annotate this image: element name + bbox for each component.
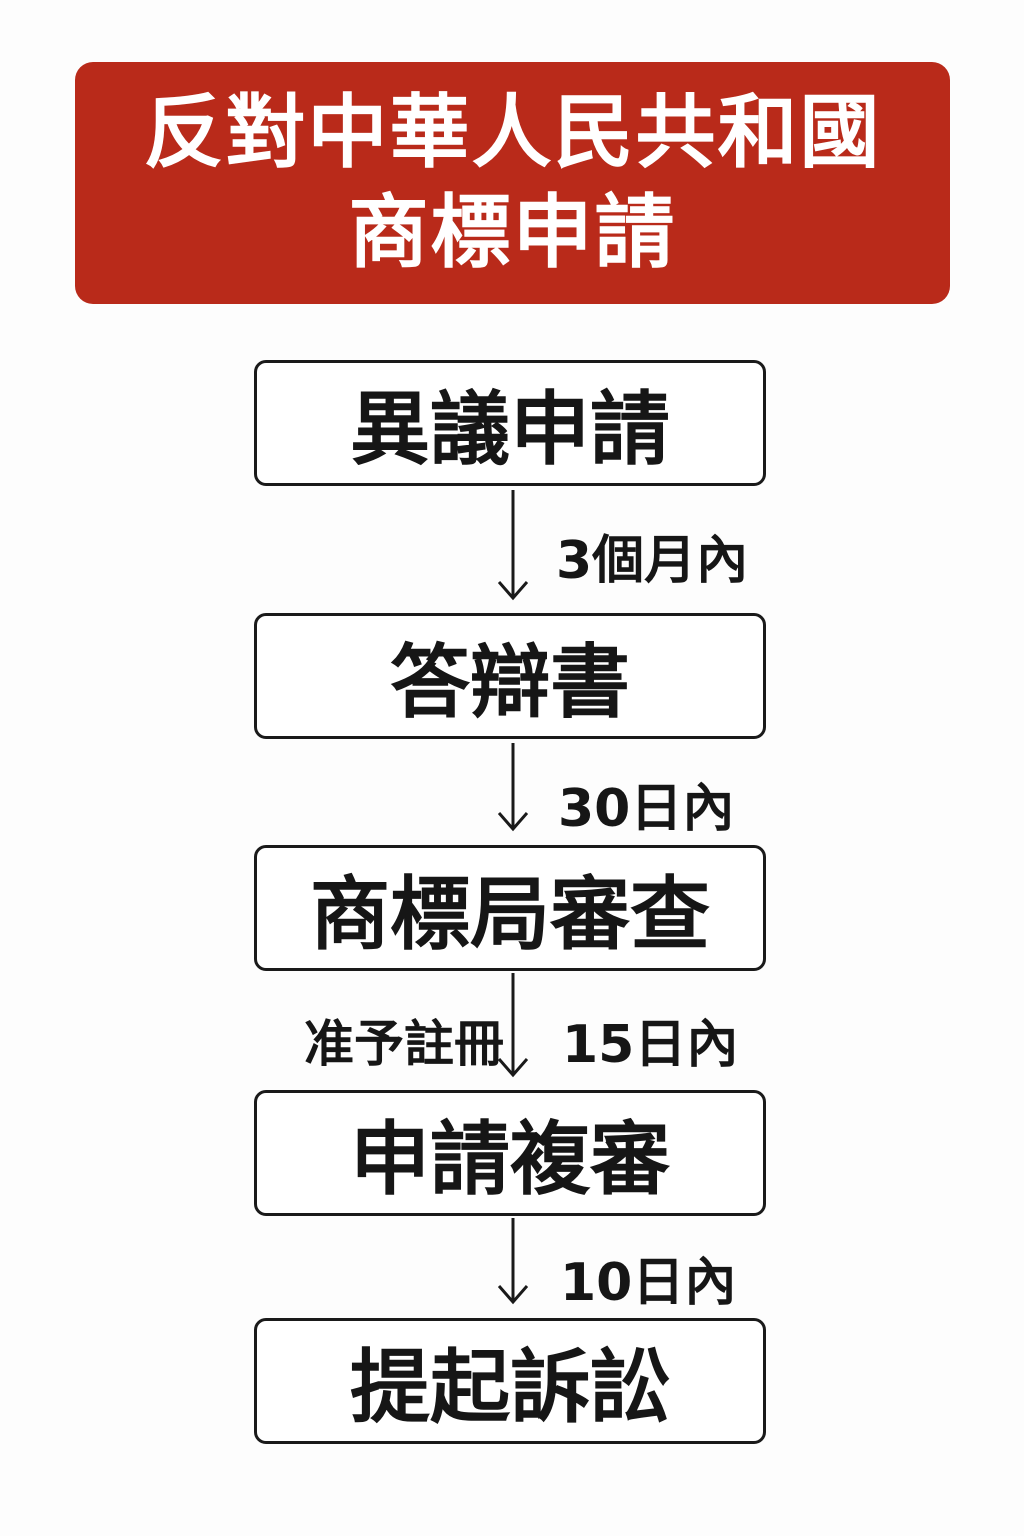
title-line-1: 反對中華人民共和國	[143, 86, 882, 179]
step-file-lawsuit: 提起訴訟	[254, 1318, 766, 1444]
transition-label: 30日內	[558, 779, 735, 839]
side-label-registration-granted: 准予註冊	[304, 1015, 504, 1073]
transition-label: 10日內	[560, 1253, 737, 1313]
arrow-down-icon	[498, 1218, 528, 1305]
title-banner: 反對中華人民共和國 商標申請	[75, 62, 950, 304]
transition-label: 3個月內	[556, 531, 749, 591]
transition-label: 15日內	[562, 1015, 739, 1075]
arrow-down-icon	[498, 743, 528, 832]
step-opposition-application: 異議申請	[254, 360, 766, 486]
title-line-2: 商標申請	[348, 186, 677, 279]
step-trademark-office-review: 商標局審查	[254, 845, 766, 971]
arrow-down-icon	[498, 490, 528, 601]
step-defense-statement: 答辯書	[254, 613, 766, 739]
arrow-down-icon	[498, 973, 528, 1078]
step-apply-reexamination: 申請複審	[254, 1090, 766, 1216]
